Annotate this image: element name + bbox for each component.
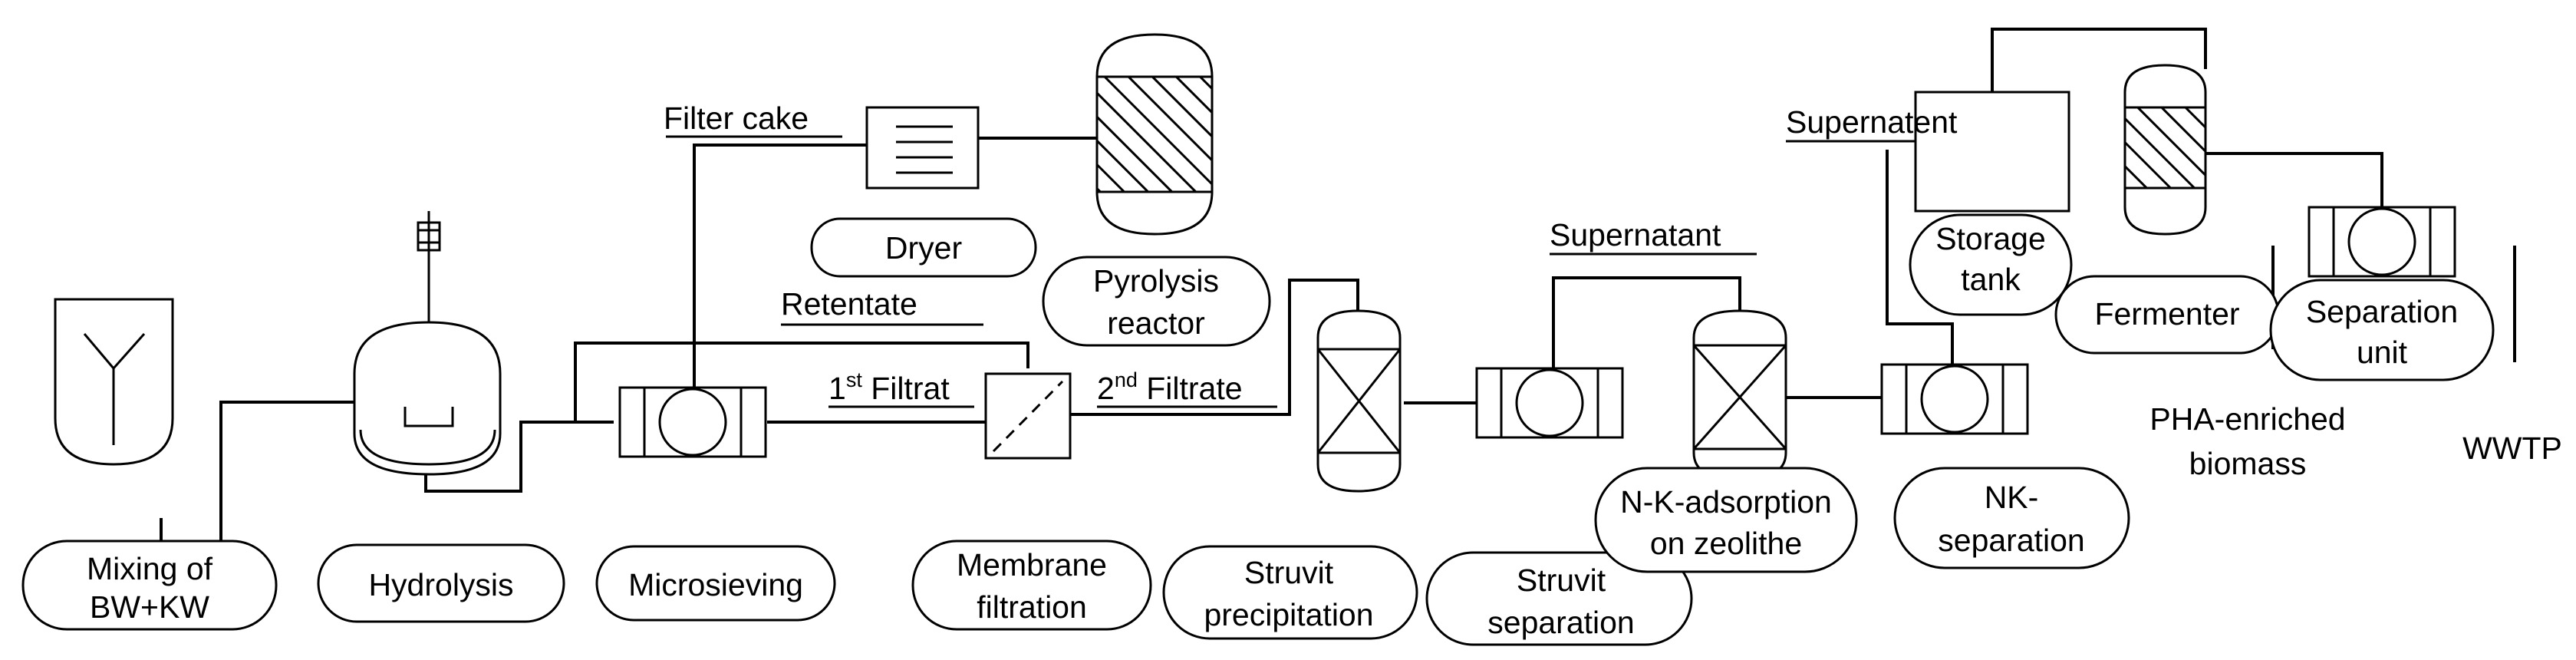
pyrolysis-label-2: reactor (1107, 305, 1205, 341)
wwtp-label: WWTP (2462, 431, 2562, 466)
nk-separation-label-1: NK- (1985, 480, 2039, 515)
filtrat1-label: 1st Filtrat (828, 368, 950, 406)
microsieving-symbol (618, 386, 767, 458)
mixing-label-1: Mixing of (87, 551, 213, 586)
nk-separation-label-2: separation (1938, 523, 2084, 558)
struvit-sep-label-1: Struvit (1517, 563, 1606, 598)
storage-label-2: tank (1961, 262, 2021, 297)
hydrolysis-label: Hydrolysis (368, 567, 513, 602)
storage-tank-symbol (1914, 91, 2070, 213)
pyrolysis-label-1: Pyrolysis (1093, 263, 1219, 299)
nk-separation-symbol (1880, 363, 2029, 435)
filter-cake-label: Filter cake (664, 101, 809, 136)
supernatant-mid-label: Supernatant (1550, 217, 1721, 252)
stream-underlines (666, 135, 1991, 408)
filtrate2-label: 2nd Filtrate (1097, 368, 1243, 406)
membrane-symbol (984, 372, 1072, 460)
struvit-precip-label-2: precipitation (1204, 597, 1373, 632)
unit-labels: Mixing of BW+KW Hydrolysis Microsieving … (87, 221, 2458, 640)
separation-unit-symbol (2308, 206, 2456, 278)
retentate-label: Retentate (781, 286, 917, 322)
separation-unit-label-2: unit (2357, 335, 2408, 370)
pyrolysis-reactor-symbol (1095, 33, 1214, 236)
struvit-sep-symbol (1475, 367, 1624, 439)
mixing-label-2: BW+KW (90, 589, 209, 625)
stream-labels: Filter cake Retentate 1st Filtrat 2nd Fi… (664, 101, 1958, 406)
mixing-tank-symbol (54, 298, 174, 466)
struvit-precip-symbol (1316, 309, 1402, 493)
fermenter-symbol (2123, 64, 2207, 236)
struvit-precip-label-1: Struvit (1244, 555, 1334, 590)
hydrolysis-reactor-symbol (353, 211, 502, 476)
nk-adsorption-label-2: on zeolithe (1650, 526, 1802, 561)
dryer-label: Dryer (885, 230, 962, 266)
fermenter-label: Fermenter (2094, 296, 2239, 332)
membrane-label-2: filtration (977, 589, 1087, 625)
pha-label-1: PHA-enriched (2149, 401, 2345, 437)
pha-label-2: biomass (2189, 446, 2307, 481)
nk-adsorption-symbol (1692, 309, 1787, 481)
microsieving-label: Microsieving (628, 567, 803, 602)
supernatant-top-label: Supernatent (1786, 104, 1958, 140)
struvit-sep-label-2: separation (1487, 605, 1634, 640)
dryer-symbol (865, 106, 980, 190)
membrane-label-1: Membrane (957, 547, 1107, 582)
output-labels: PHA-enriched biomass WWTP (2149, 401, 2562, 481)
separation-unit-label-1: Separation (2306, 294, 2458, 329)
unit-label-pills (21, 213, 2495, 646)
nk-adsorption-label-1: N-K-adsorption (1620, 484, 1832, 520)
storage-label-1: Storage (1935, 221, 2046, 256)
